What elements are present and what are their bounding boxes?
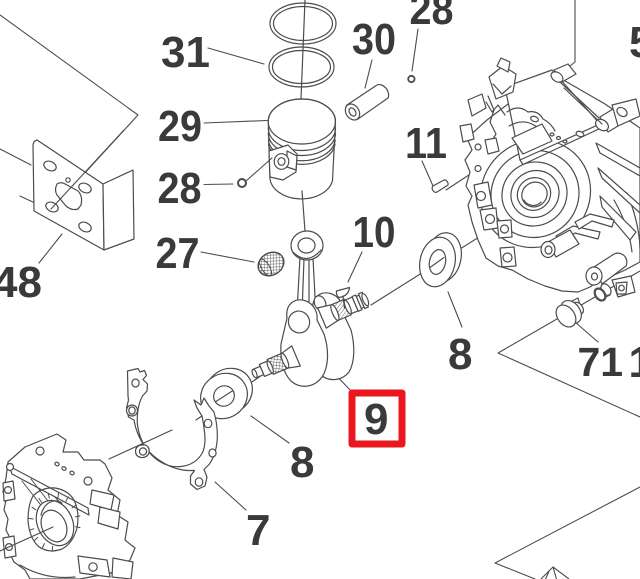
svg-text:28: 28 [410, 0, 454, 34]
svg-text:10: 10 [353, 208, 396, 257]
svg-text:9: 9 [364, 395, 388, 444]
svg-text:7: 7 [246, 506, 270, 555]
svg-text:31: 31 [161, 28, 210, 77]
svg-text:71: 71 [578, 339, 624, 385]
svg-text:48: 48 [0, 258, 42, 307]
svg-text:8: 8 [448, 330, 472, 379]
svg-text:5: 5 [629, 18, 640, 67]
svg-text:1: 1 [629, 338, 640, 387]
svg-text:8: 8 [290, 438, 314, 487]
svg-text:30: 30 [352, 15, 396, 64]
svg-text:27: 27 [156, 229, 200, 278]
svg-text:28: 28 [158, 164, 202, 213]
svg-text:11: 11 [405, 119, 447, 168]
svg-text:29: 29 [158, 102, 202, 151]
